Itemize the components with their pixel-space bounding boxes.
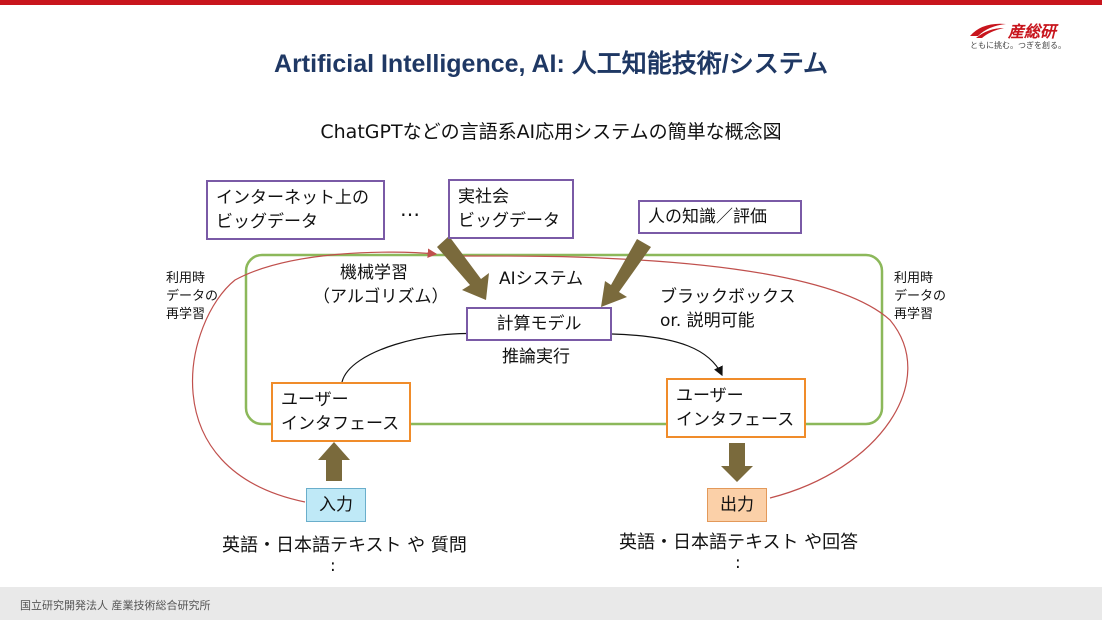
input-arrow-up (318, 442, 350, 481)
left-feedback-label: 利用時 データの 再学習 (166, 270, 218, 324)
brand-name: 産総研 (1008, 22, 1057, 41)
ui-left-line1: ユーザー (281, 390, 349, 410)
right-feedback-line1: 利用時 (894, 271, 934, 286)
output-continuation: : (735, 553, 741, 573)
ai-system-label: AIシステム (499, 269, 584, 289)
internet-bigdata-line1: インターネット上の (216, 188, 369, 208)
ui-left-line2: インタフェース (281, 414, 400, 434)
slide-title: Artificial Intelligence, AI: 人工知能技術/システム (274, 50, 828, 78)
sources-ellipsis: … (400, 197, 420, 221)
right-feedback-curve (451, 255, 909, 499)
brand-tagline: ともに挑む。つぎを創る。 (970, 41, 1066, 50)
society-bigdata-line1: 実社会 (458, 187, 509, 207)
society-bigdata-box: 実社会 ビッグデータ (448, 179, 574, 239)
inference-label: 推論実行 (502, 347, 570, 367)
user-interface-output-box: ユーザー インタフェース (666, 378, 806, 438)
input-continuation: : (330, 556, 336, 576)
internet-bigdata-line2: ビッグデータ (216, 212, 318, 232)
ai-system-frame (244, 253, 884, 426)
ui-right-line2: インタフェース (676, 410, 795, 430)
user-interface-input-box: ユーザー インタフェース (271, 382, 411, 442)
input-text: 英語・日本語テキスト や 質問 (222, 535, 467, 556)
left-feedback-line1: 利用時 (166, 271, 206, 286)
human-knowledge-box: 人の知識／評価 (638, 200, 802, 234)
right-feedback-label: 利用時 データの 再学習 (894, 270, 946, 324)
society-bigdata-line2: ビッグデータ (458, 211, 560, 231)
internet-bigdata-box: インターネット上の ビッグデータ (206, 180, 385, 240)
output-text: 英語・日本語テキスト や回答 (619, 532, 859, 553)
footer-bar: 国立研究開発法人 産業技術総合研究所 (0, 587, 1102, 620)
aist-logo: 産総研 ともに挑む。つぎを創る。 (968, 20, 1086, 54)
top-accent-bar (0, 0, 1102, 5)
left-feedback-curve (191, 248, 438, 503)
blackbox-line1: ブラックボックス (660, 287, 796, 307)
output-box: 出力 (707, 488, 767, 522)
learning-arrow-right (601, 239, 651, 307)
ui-right-line1: ユーザー (676, 386, 744, 406)
input-box: 入力 (306, 488, 366, 522)
right-feedback-line2: データの (894, 289, 947, 304)
ml-label-line2: （アルゴリズム） (313, 287, 449, 307)
output-arrow-down (721, 443, 753, 482)
blackbox-line2: or. 説明可能 (660, 311, 755, 331)
footer-text: 国立研究開発法人 産業技術総合研究所 (20, 599, 211, 612)
compute-model-box: 計算モデル (466, 307, 612, 341)
ml-label-line1: 機械学習 (340, 263, 408, 283)
slide-subtitle: ChatGPTなどの言語系AI応用システムの簡単な概念図 (320, 121, 782, 143)
logo-swoosh-icon (970, 23, 1006, 38)
right-feedback-line3: 再学習 (894, 307, 934, 322)
inference-flow-curve (341, 332, 722, 382)
left-feedback-line3: 再学習 (166, 307, 206, 322)
left-feedback-line2: データの (166, 289, 219, 304)
learning-arrow-left (437, 236, 489, 300)
